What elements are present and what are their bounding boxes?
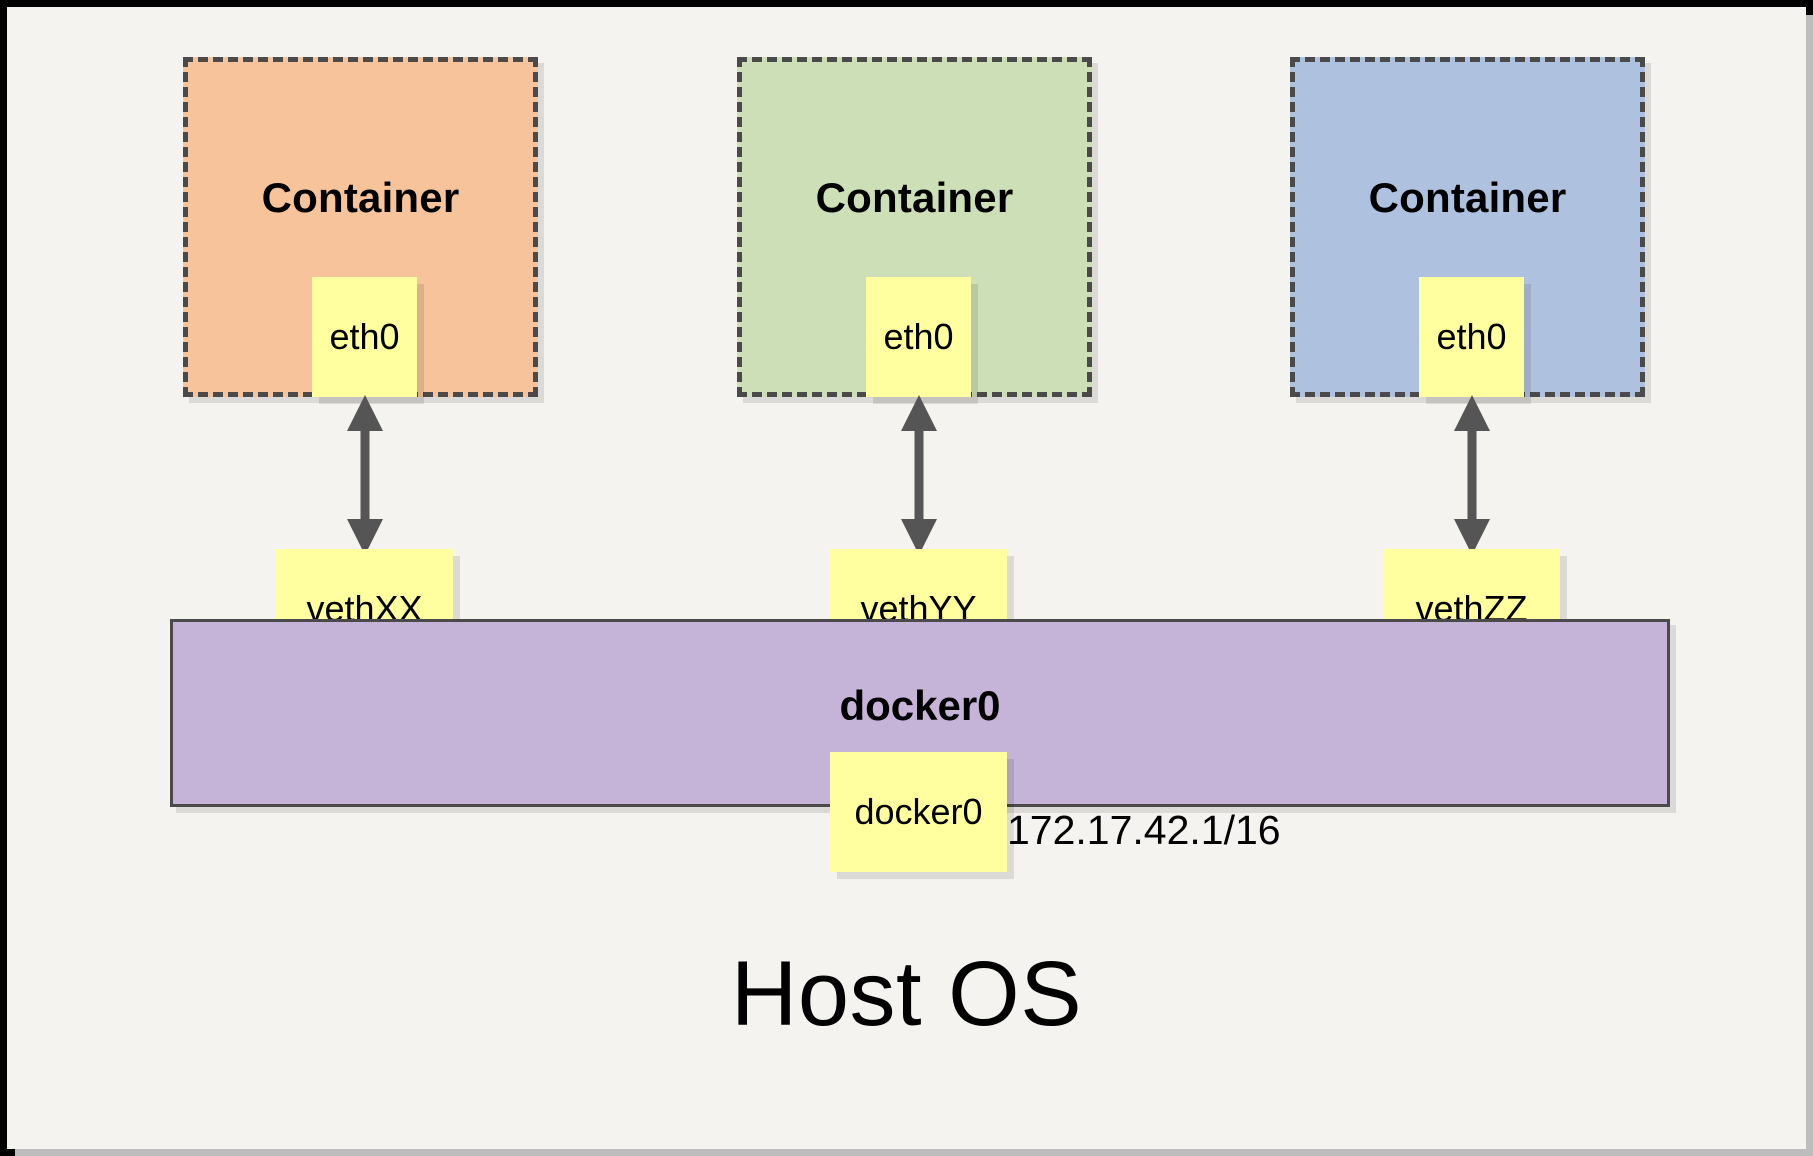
docker0-iface-box: docker0 [830,752,1007,872]
container-eth0-box-3: eth0 [1419,277,1524,397]
docker0-ip-label: 172.17.42.1/16 [1007,807,1281,853]
container-eth0-label-2: eth0 [883,316,954,357]
veth-link-arrow-3 [1454,395,1490,555]
diagram-page: Container eth0 vethXX Container eth0 vet… [7,7,1806,1149]
host-os-label: Host OS [730,943,1083,1045]
container-eth0-box-2: eth0 [866,277,971,397]
container-title-2: Container [815,174,1014,221]
docker0-bridge-title: docker0 [839,682,1001,729]
veth-link-arrow-2 [901,395,937,555]
container-box-2 [737,57,1092,397]
container-eth0-label-3: eth0 [1436,316,1507,357]
container-eth0-box-1: eth0 [312,277,417,397]
container-title-3: Container [1368,174,1567,221]
container-title-1: Container [261,174,460,221]
veth-link-arrow-1 [347,395,383,555]
container-eth0-label-1: eth0 [329,316,400,357]
docker0-iface-label: docker0 [854,791,983,832]
